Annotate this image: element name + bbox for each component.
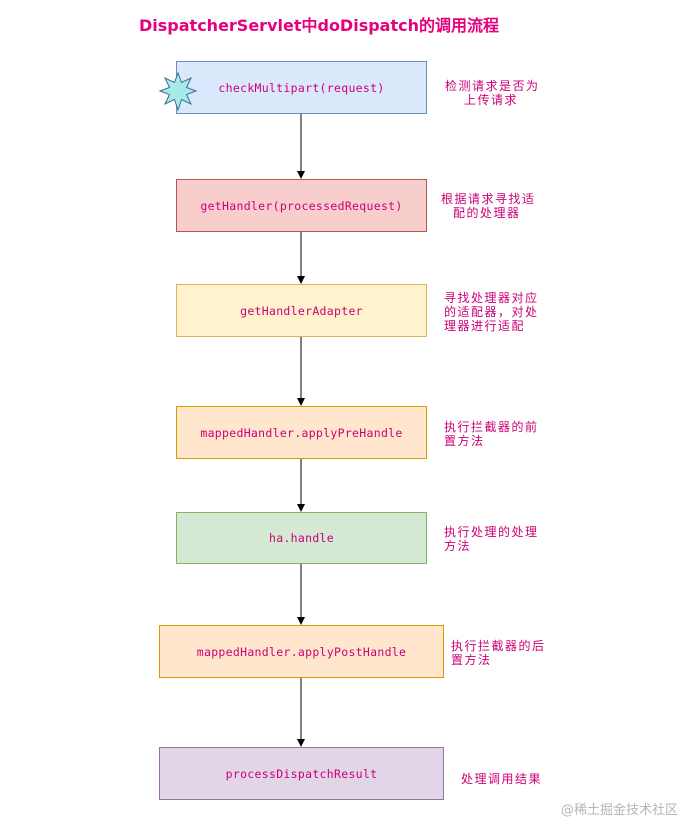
note-step-7: 处理调用结果 [461,772,543,786]
step-label: checkMultipart(request) [218,80,385,95]
step-ha-handle: ha.handle [176,512,427,564]
step-get-handler: getHandler(processedRequest) [176,179,427,232]
starburst-icon [158,72,198,112]
step-apply-pre-handle: mappedHandler.applyPreHandle [176,406,427,459]
note-step-4: 执行拦截器的前 置方法 [444,420,539,448]
step-label: mappedHandler.applyPreHandle [200,425,403,440]
watermark: @稀土掘金技术社区 [560,803,678,818]
step-label: getHandler(processedRequest) [200,198,403,213]
note-step-1: 检测请求是否为 上传请求 [445,79,540,107]
note-step-2: 根据请求寻找适 配的处理器 [441,192,536,220]
note-step-5: 执行处理的处理 方法 [444,525,539,553]
note-step-3: 寻找处理器对应 的适配器，对处 理器进行适配 [444,291,539,333]
note-step-6: 执行拦截器的后 置方法 [451,639,546,667]
diagram-title: DispatcherServlet中doDispatch的调用流程 [139,16,499,35]
step-label: mappedHandler.applyPostHandle [196,644,407,659]
step-process-dispatch-result: processDispatchResult [159,747,444,800]
step-label: processDispatchResult [225,766,378,781]
step-label: ha.handle [268,531,334,545]
step-apply-post-handle: mappedHandler.applyPostHandle [159,625,444,678]
step-label: getHandlerAdapter [240,303,363,318]
step-check-multipart: checkMultipart(request) [176,61,427,114]
step-get-handler-adapter: getHandlerAdapter [176,284,427,337]
